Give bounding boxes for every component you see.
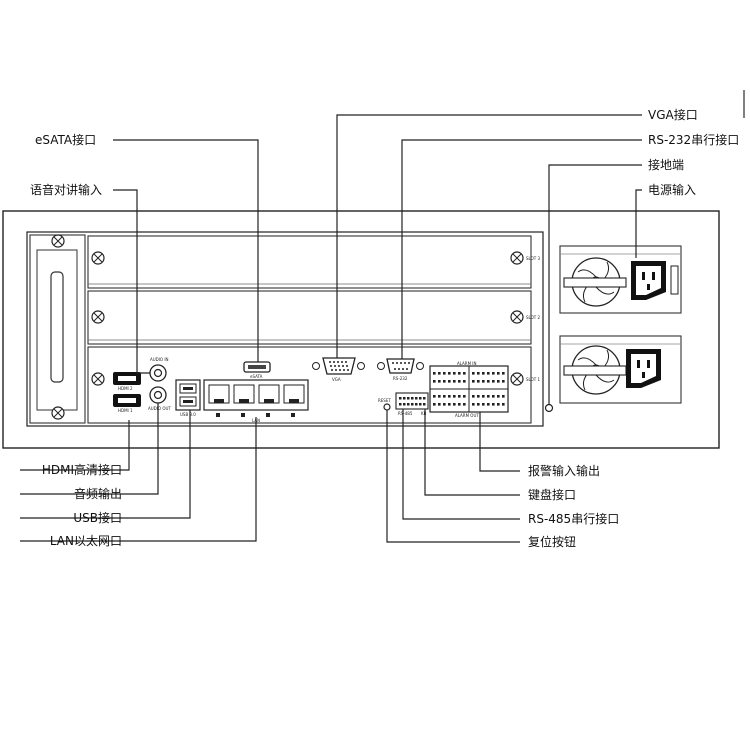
alarm-in-label: ALARM IN — [457, 361, 477, 366]
audio-out-label: AUDIO OUT — [148, 406, 171, 411]
alarm-terminal-block — [429, 365, 509, 413]
rj45-icon — [233, 384, 255, 404]
power-supply-upper — [559, 245, 682, 314]
left-bay — [29, 234, 86, 424]
vga-label: VGA — [332, 377, 341, 382]
usb-ports — [175, 379, 201, 411]
callout-audio-in: 语音对讲输入 — [30, 183, 103, 197]
callout-vga: VGA接口 — [648, 108, 698, 122]
ground-terminal-icon — [544, 403, 554, 413]
reset-label: RESET — [378, 398, 391, 403]
hdmi-ports — [113, 372, 141, 407]
rj45-icon — [283, 384, 305, 404]
callout-reset: 复位按钮 — [528, 535, 577, 549]
callout-alarm: 报警输入输出 — [528, 464, 601, 478]
callout-leader-lines — [20, 114, 642, 543]
callout-lan: LAN以太网口 — [49, 534, 122, 548]
audio-in-label: AUDIO IN — [150, 357, 169, 362]
audio-jacks — [149, 364, 167, 404]
callout-keyboard: 键盘接口 — [528, 488, 577, 502]
callout-esata: eSATA接口 — [35, 133, 97, 147]
callout-ground: 接地端 — [648, 158, 685, 172]
rs485-label: RS-485 — [398, 411, 413, 416]
slot1-label: SLOT 1 — [526, 377, 541, 382]
alarm-out-label: ALARM OUT — [455, 413, 479, 418]
vga-port — [312, 357, 365, 375]
lan-label: LAN — [252, 418, 261, 423]
slot-3 — [87, 235, 532, 289]
lan-ports — [203, 379, 309, 417]
slot-2 — [87, 290, 532, 345]
callout-rs232: RS-232串行接口 — [648, 133, 740, 147]
rj45-icon — [208, 384, 230, 404]
hdmi1-label: HDMI 1 — [118, 408, 133, 413]
callout-audio-out: 音频输出 — [73, 487, 122, 501]
hdmi2-label: HDMI 2 — [118, 386, 133, 391]
slot2-label: SLOT 2 — [526, 315, 541, 320]
reset-button-icon — [383, 403, 391, 411]
callout-usb: USB接口 — [73, 511, 122, 525]
rj45-icon — [258, 384, 280, 404]
rs485-kb-terminal — [395, 392, 429, 410]
callout-hdmi: HDMI高清接口 — [41, 463, 122, 477]
callout-power: 电源输入 — [648, 183, 697, 197]
usb-label: USB 3.0 — [180, 412, 196, 417]
slot3-label: SLOT 3 — [526, 256, 541, 261]
esata-label: eSATA — [250, 374, 263, 379]
power-supply-lower — [559, 335, 682, 404]
callout-rs485: RS-485串行接口 — [528, 512, 620, 526]
esata-port — [243, 361, 271, 373]
rs232-port — [377, 358, 424, 374]
rs232-label: RS-232 — [393, 376, 408, 381]
kb-label: KB — [421, 411, 427, 416]
